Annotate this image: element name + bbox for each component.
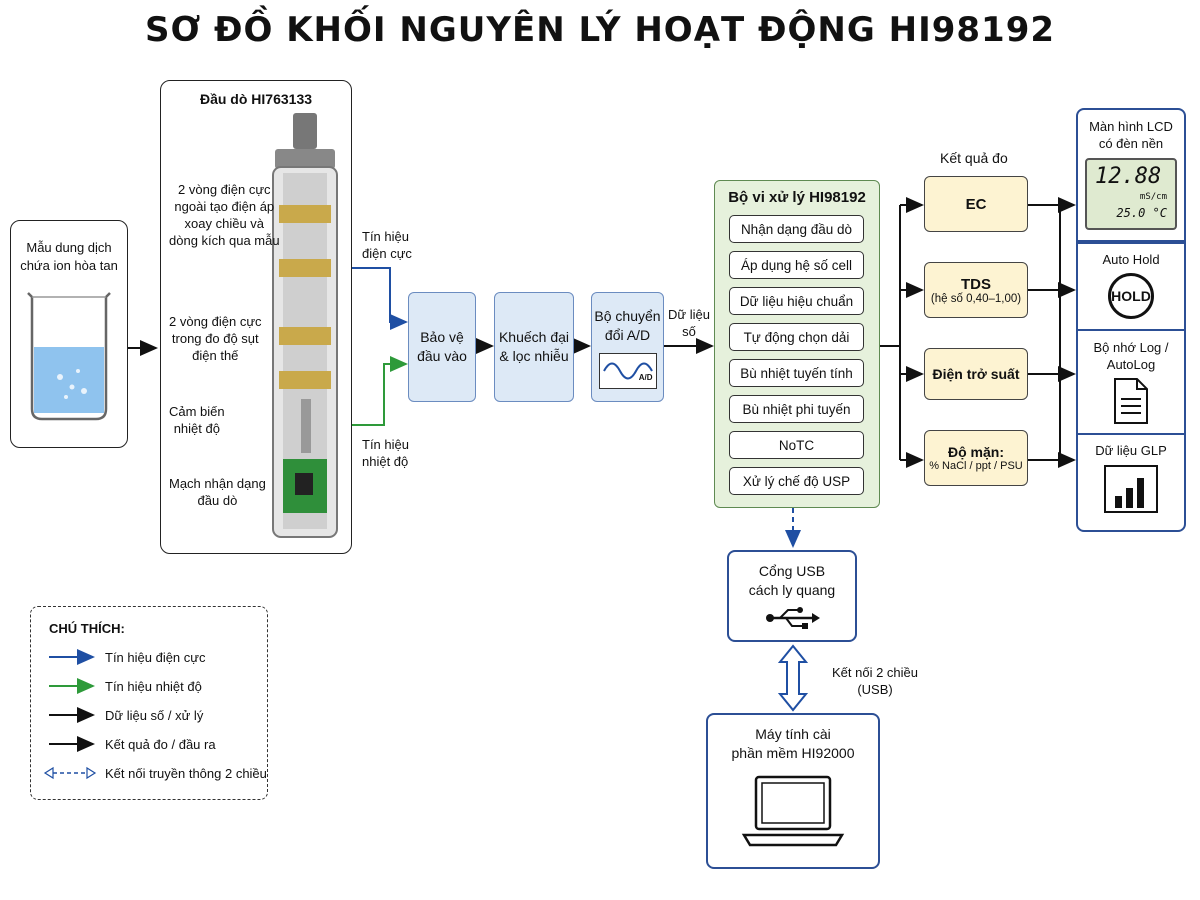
log-title: Bộ nhớ Log / AutoLog — [1093, 340, 1169, 372]
legend-result: Kết quả đo / đầu ra — [105, 737, 216, 752]
proc-item-nonlinear-comp: Bù nhiệt phi tuyến — [729, 395, 864, 423]
electrode-signal-label: Tín hiệu điện cực — [362, 229, 412, 261]
hold-title: Auto Hold — [1102, 252, 1160, 267]
temp-sensor-label: Cảm biến nhiệt độ — [169, 404, 225, 436]
inner-rings-label: 2 vòng điện cực trong đo độ sụt điện thế — [169, 314, 262, 363]
digital-data-label: Dữ liệu số — [668, 307, 710, 339]
temperature-signal-label: Tín hiệu nhiệt độ — [362, 437, 409, 469]
outputs-panel: Màn hình LCD có đèn nền 12.88 mS/cm 25.0… — [1076, 108, 1186, 532]
beaker-icon — [27, 292, 111, 421]
legend-electrode: Tín hiệu điện cực — [105, 650, 206, 665]
bar-chart-icon — [1104, 465, 1158, 513]
page-title: SƠ ĐỒ KHỐI NGUYÊN LÝ HOẠT ĐỘNG HI98192 — [144, 10, 1056, 50]
processor-title: Bộ vi xử lý HI98192 — [728, 189, 866, 206]
usb-port-block: Cổng USB cách ly quang — [727, 550, 857, 642]
usb-link-arrow — [777, 644, 809, 712]
pc-block: Máy tính cài phần mềm HI92000 — [706, 713, 880, 869]
amplifier-filter-block: Khuếch đại & lọc nhiễu — [494, 292, 574, 402]
laptop-icon — [741, 775, 845, 847]
usb-link-label: Kết nối 2 chiều (USB) — [832, 665, 919, 697]
document-icon — [1114, 378, 1148, 424]
outer-rings-label: 2 vòng điện cực ngoài tạo điện áp xoay c… — [169, 182, 280, 248]
glp-title: Dữ liệu GLP — [1095, 443, 1167, 458]
input-protection-block: Bảo vệ đầu vào — [408, 292, 476, 402]
hold-badge: HOLD — [1108, 273, 1154, 319]
sample-label-1: Mẫu dung dịch — [26, 240, 112, 255]
probe-title: Đầu dò HI763133 — [199, 91, 313, 107]
legend-comm: Kết nối truyền thông 2 chiều — [105, 766, 267, 781]
probe-box: Đầu dò HI763133 2 vòng điện cực ngoài tạ… — [160, 80, 352, 554]
legend-temperature: Tín hiệu nhiệt độ — [105, 679, 202, 694]
probe-drawing — [272, 113, 338, 538]
proc-item-autorange: Tự động chọn dải — [729, 323, 864, 351]
results-header: Kết quả đo — [940, 150, 1008, 166]
proc-item-linear-comp: Bù nhiệt tuyến tính — [729, 359, 864, 387]
adc-wave-icon: A/D — [598, 353, 657, 389]
legend-swatches — [43, 649, 97, 780]
result-ec: EC — [924, 176, 1028, 232]
adc-block: Bộ chuyển đổi A/D A/D — [591, 292, 664, 402]
sample-box: Mẫu dung dịch chứa ion hòa tan — [10, 220, 128, 448]
usb-icon — [766, 607, 820, 629]
lcd-title: Màn hình LCD có đèn nền — [1089, 119, 1173, 151]
legend-digital: Dữ liệu số / xử lý — [105, 708, 204, 723]
lcd-display: 12.88 mS/cm 25.0 °C — [1085, 158, 1177, 230]
id-circuit-label: Mạch nhận dạng đầu dò — [169, 476, 266, 508]
legend-title: CHÚ THÍCH: — [49, 621, 125, 636]
proc-item-cell-constant: Áp dụng hệ số cell — [729, 251, 864, 279]
proc-item-probe-id: Nhận dạng đầu dò — [729, 215, 864, 243]
result-tds: TDS (hệ số 0,40–1,00) — [924, 262, 1028, 318]
proc-item-notc: NoTC — [729, 431, 864, 459]
legend-box: CHÚ THÍCH: Tín hiệu điện cực Tín hiệu nh… — [30, 606, 268, 800]
proc-item-usp: Xử lý chế độ USP — [729, 467, 864, 495]
result-salinity: Độ mặn: % NaCl / ppt / PSU — [924, 430, 1028, 486]
sample-label-2: chứa ion hòa tan — [20, 258, 118, 273]
result-resistivity: Điện trở suất — [924, 348, 1028, 400]
proc-item-calibration: Dữ liệu hiệu chuẩn — [729, 287, 864, 315]
